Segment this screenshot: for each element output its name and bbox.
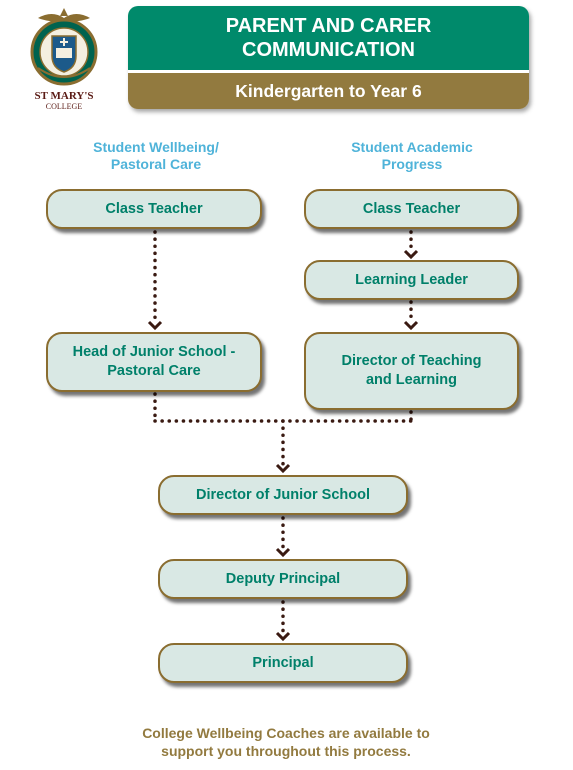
arrowhead-director-teaching — [403, 320, 419, 331]
right-heading-line1: Student Academic — [351, 139, 473, 155]
logo-subtitle: COLLEGE — [45, 102, 83, 111]
crest-icon — [30, 8, 98, 86]
right-heading-line2: Progress — [381, 156, 443, 172]
director-teaching-line2: and Learning — [365, 372, 458, 388]
college-logo: ST MARY'S COLLEGE — [18, 6, 110, 114]
arrowhead-deputy-principal — [275, 547, 291, 558]
footer-line2: support you throughout this process. — [161, 743, 411, 759]
header-title-line1: PARENT AND CARER — [225, 15, 432, 37]
logo-name: ST MARY'S — [34, 90, 94, 102]
header-subtitle: Kindergarten to Year 6 — [128, 73, 529, 109]
head-junior-line2: Pastoral Care — [107, 363, 201, 379]
box-principal: Principal — [158, 643, 408, 683]
box-right-class-teacher: Class Teacher — [304, 189, 519, 229]
header-title: PARENT AND CARER COMMUNICATION — [128, 6, 529, 70]
arrowhead-learning-leader — [403, 249, 419, 260]
right-column-heading: Student Academic Progress — [322, 139, 502, 173]
director-teaching-line1: Director of Teaching — [341, 353, 482, 369]
arrowhead-head-junior — [147, 320, 163, 331]
box-director-junior-school: Director of Junior School — [158, 475, 408, 515]
header-title-line2: COMMUNICATION — [242, 39, 415, 61]
left-column-heading: Student Wellbeing/ Pastoral Care — [66, 139, 246, 173]
head-junior-line1: Head of Junior School - — [72, 344, 236, 360]
arrowhead-principal — [275, 631, 291, 642]
left-heading-line1: Student Wellbeing/ — [93, 139, 219, 155]
page-header: PARENT AND CARER COMMUNICATION Kindergar… — [128, 6, 529, 109]
arrowhead-director-junior — [275, 463, 291, 474]
box-left-class-teacher: Class Teacher — [46, 189, 262, 229]
box-head-junior-school: Head of Junior School - Pastoral Care — [46, 332, 262, 392]
box-director-teaching: Director of Teaching and Learning — [304, 332, 519, 410]
footer-line1: College Wellbeing Coaches are available … — [142, 725, 430, 741]
left-heading-line2: Pastoral Care — [110, 156, 202, 172]
footer-note: College Wellbeing Coaches are available … — [66, 724, 506, 760]
box-learning-leader: Learning Leader — [304, 260, 519, 300]
box-deputy-principal: Deputy Principal — [158, 559, 408, 599]
